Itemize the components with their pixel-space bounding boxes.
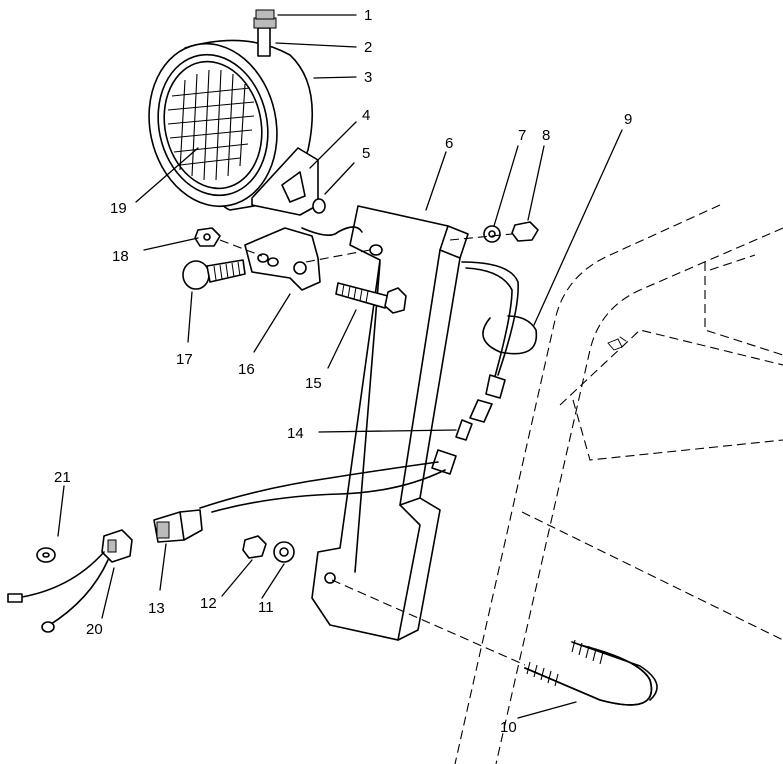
callout-6: 6 (445, 135, 453, 152)
nut-8 (511, 221, 539, 242)
callout-21: 21 (54, 469, 71, 486)
leader-lines (57, 14, 623, 719)
callout-labels: 1 2 3 4 5 6 7 8 9 10 11 12 13 14 15 16 1… (54, 7, 632, 736)
callout-7: 7 (518, 127, 526, 144)
callout-2: 2 (364, 39, 372, 56)
nut-12 (242, 535, 267, 559)
hex-bolt (335, 282, 407, 314)
plug-connector (153, 509, 203, 543)
washer-11 (273, 541, 295, 563)
callout-15: 15 (305, 375, 322, 392)
callout-16: 16 (238, 361, 255, 378)
callout-19: 19 (110, 200, 127, 217)
callout-12: 12 (200, 595, 217, 612)
carriage-bolt (182, 253, 279, 290)
callout-9: 9 (624, 111, 632, 128)
u-bolt (331, 579, 658, 706)
callout-17: 17 (176, 351, 193, 368)
callout-20: 20 (86, 621, 103, 638)
callout-4: 4 (362, 107, 370, 124)
callout-14: 14 (287, 425, 304, 442)
vehicle-cab-outline (454, 204, 783, 764)
washer-5 (312, 198, 326, 214)
nut-18 (194, 227, 221, 247)
callout-18: 18 (112, 248, 129, 265)
callout-11: 11 (258, 599, 274, 616)
work-lamp (148, 9, 314, 211)
callout-8: 8 (542, 127, 550, 144)
callout-10: 10 (500, 719, 517, 736)
washer-7 (483, 225, 501, 243)
callout-13: 13 (148, 600, 165, 617)
angle-bracket (219, 227, 371, 291)
mounting-bracket (311, 205, 469, 641)
callout-3: 3 (364, 69, 372, 86)
callout-1: 1 (364, 7, 372, 24)
callout-5: 5 (362, 145, 370, 162)
pigtail-harness (7, 529, 133, 633)
wire-harness (199, 226, 538, 513)
